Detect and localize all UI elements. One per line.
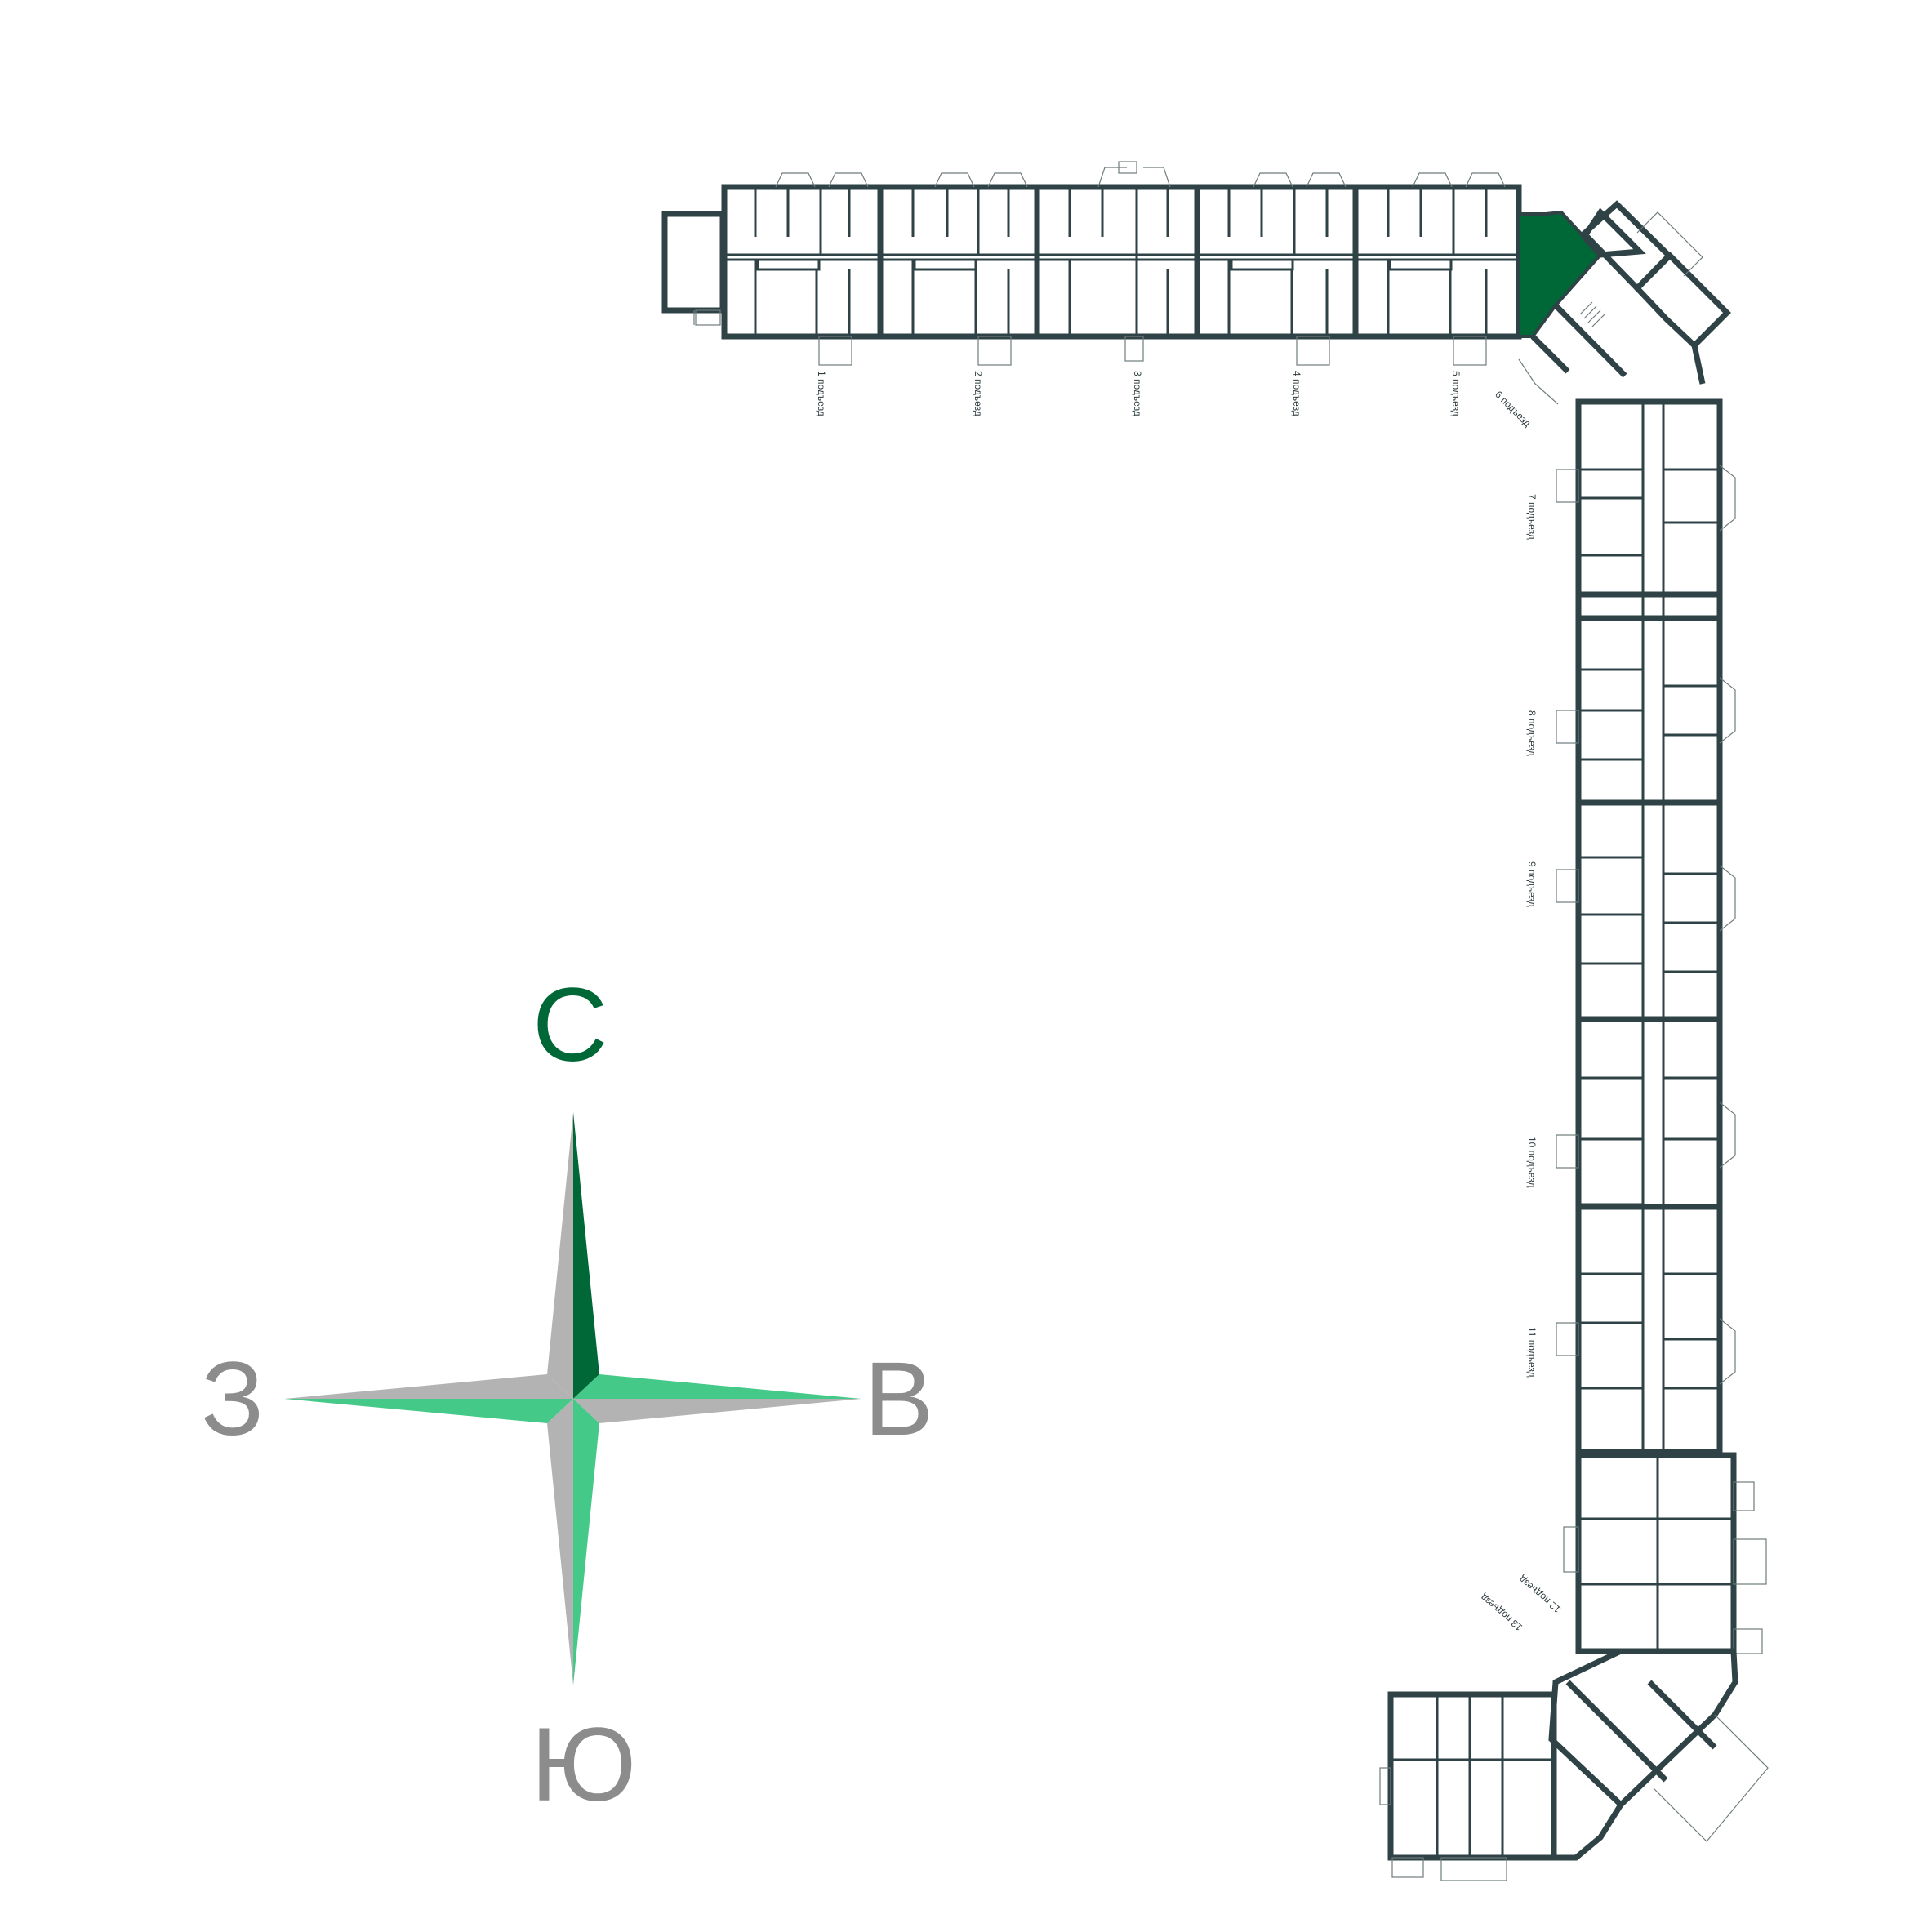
building-southeast-wing	[1548, 1452, 1769, 1842]
entrance-label-8: 8 подъезд	[1526, 710, 1538, 756]
building-ne-corner	[1517, 200, 1731, 405]
entrance-label-4: 4 подъезд	[1291, 371, 1302, 416]
compass-east-label: В	[864, 1341, 934, 1458]
compass-west-label: З	[201, 1341, 265, 1458]
compass-north-label: С	[532, 967, 608, 1084]
entrance-label-7: 7 подъезд	[1526, 494, 1538, 540]
entrance-label-1: 1 подъезд	[816, 371, 827, 416]
entrance-label-11: 11 подъезд	[1526, 1327, 1538, 1378]
highlighted-apartment	[1517, 210, 1603, 338]
compass-rose	[284, 1112, 861, 1685]
compass-south-label: Ю	[531, 1707, 637, 1823]
building-south-block	[1379, 1691, 1623, 1881]
entrance-label-9: 9 подъезд	[1526, 861, 1538, 907]
entrance-label-2: 2 подъезд	[973, 371, 984, 416]
building-north-wing	[661, 161, 1522, 366]
entrance-label-5: 5 подъезд	[1450, 371, 1462, 416]
entrance-label-3: 3 подъезд	[1132, 371, 1143, 416]
building-east-wing	[1556, 398, 1736, 1458]
entrance-label-10: 10 подъезд	[1526, 1137, 1538, 1188]
